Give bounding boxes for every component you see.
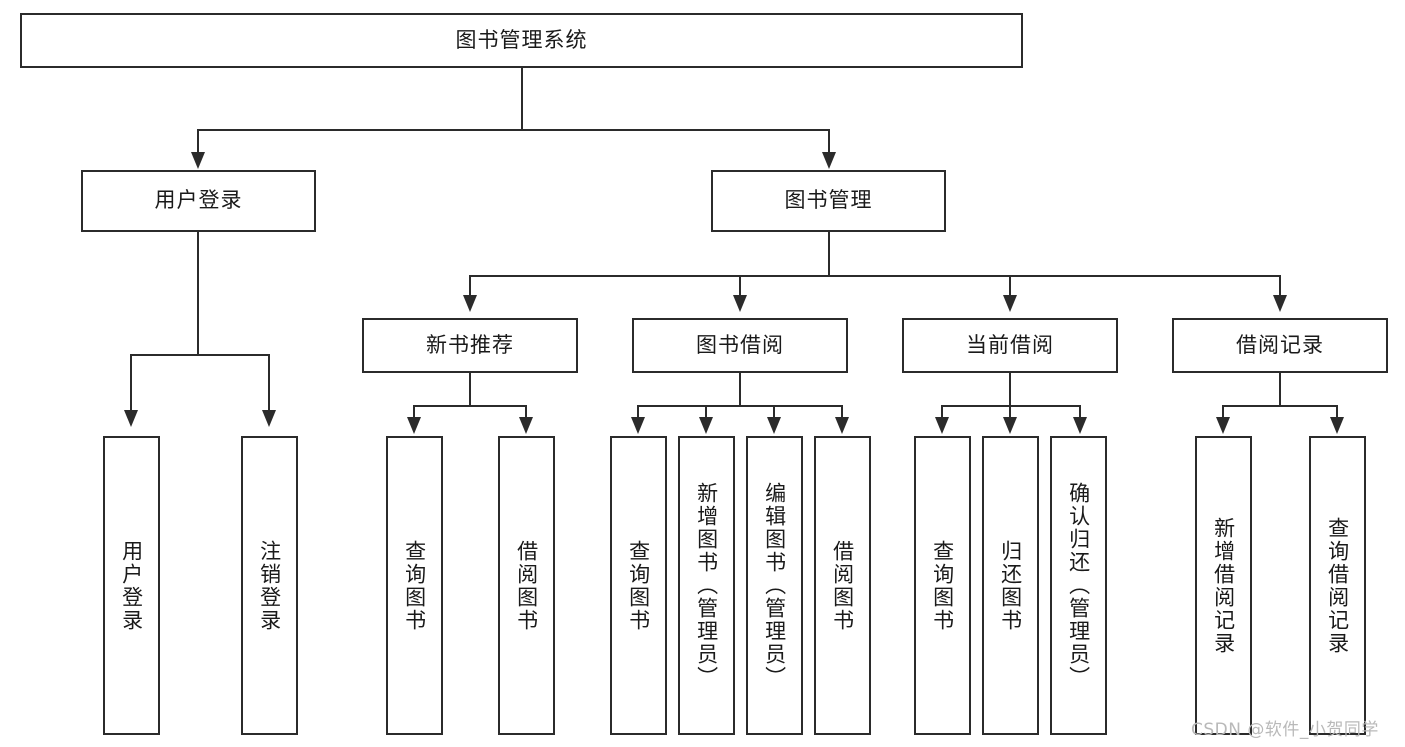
leaf-borrow-book-recommend[interactable]: 借阅图书 [498, 436, 555, 735]
arrowhead-leaf-borrow-book-2 [835, 417, 849, 434]
connector-new-book-stem [469, 373, 471, 406]
arrowhead-leaf-add-record [1216, 417, 1230, 434]
leaf-label: 查询图书 [402, 539, 427, 632]
node-label: 借阅记录 [1236, 332, 1324, 357]
arrowhead-leaf-borrow-book-1 [519, 417, 533, 434]
connector-current-borrow-stem [1009, 373, 1011, 406]
connector-book-manage-drop-4 [1279, 275, 1281, 297]
leaf-logout-login[interactable]: 注销登录 [241, 436, 298, 735]
leaf-query-book-current[interactable]: 查询图书 [914, 436, 971, 735]
leaf-add-borrow-record[interactable]: 新增借阅记录 [1195, 436, 1252, 735]
connector-borrow-record-stem [1279, 373, 1281, 406]
connector-borrow-record-drop-2 [1336, 405, 1338, 419]
connector-root-stem [521, 68, 523, 130]
leaf-add-book-admin[interactable]: 新增图书（管理员） [678, 436, 735, 735]
leaf-label: 注销登录 [257, 539, 282, 632]
arrowhead-current-borrow [1003, 295, 1017, 312]
connector-book-borrow-drop-3 [773, 405, 775, 419]
connector-book-manage-stem [828, 232, 830, 276]
connector-book-manage-drop-3 [1009, 275, 1011, 297]
leaf-label: 新增图书（管理员） [694, 482, 719, 689]
node-label: 图书管理系统 [455, 27, 588, 52]
leaf-label: 新增借阅记录 [1211, 516, 1236, 655]
connector-new-book-bus [413, 405, 527, 407]
leaf-query-book-recommend[interactable]: 查询图书 [386, 436, 443, 735]
node-current-borrow[interactable]: 当前借阅 [902, 318, 1118, 373]
leaf-label: 归还图书 [998, 539, 1023, 632]
arrowhead-leaf-query-book-2 [631, 417, 645, 434]
connector-book-manage-drop-1 [469, 275, 471, 297]
connector-user-login-drop-2 [268, 354, 270, 412]
leaf-query-book-borrow[interactable]: 查询图书 [610, 436, 667, 735]
leaf-label: 查询图书 [930, 539, 955, 632]
connector-user-login-drop-1 [130, 354, 132, 412]
connector-borrow-record-bus [1222, 405, 1338, 407]
node-book-management-system[interactable]: 图书管理系统 [20, 13, 1023, 68]
node-label: 图书管理 [784, 188, 873, 213]
leaf-label: 编辑图书（管理员） [762, 482, 787, 689]
node-label: 图书借阅 [696, 332, 784, 357]
connector-root-to-user-login [197, 129, 199, 154]
connector-borrow-record-drop-1 [1222, 405, 1224, 419]
leaf-label: 借阅图书 [830, 539, 855, 632]
connector-book-manage-bus [469, 275, 1281, 277]
node-label: 当前借阅 [966, 332, 1054, 357]
arrowhead-leaf-confirm-return [1073, 417, 1087, 434]
connector-book-manage-drop-2 [739, 275, 741, 297]
node-label: 用户登录 [154, 188, 243, 213]
arrowhead-leaf-query-record [1330, 417, 1344, 434]
leaf-label: 借阅图书 [514, 539, 539, 632]
node-new-book-recommend[interactable]: 新书推荐 [362, 318, 578, 373]
connector-current-borrow-drop-2 [1009, 405, 1011, 419]
arrowhead-new-book-recommend [463, 295, 477, 312]
connector-root-to-book-manage [828, 129, 830, 154]
leaf-user-login[interactable]: 用户登录 [103, 436, 160, 735]
arrowhead-borrow-record [1273, 295, 1287, 312]
connector-user-login-stem [197, 232, 199, 355]
arrowhead-book-manage [822, 152, 836, 169]
arrowhead-leaf-add-book [699, 417, 713, 434]
leaf-label: 确认归还（管理员） [1066, 482, 1091, 689]
node-label: 新书推荐 [426, 332, 514, 357]
leaf-return-book[interactable]: 归还图书 [982, 436, 1039, 735]
arrowhead-leaf-query-book-3 [935, 417, 949, 434]
leaf-query-borrow-record[interactable]: 查询借阅记录 [1309, 436, 1366, 735]
connector-current-borrow-bus [941, 405, 1081, 407]
leaf-label: 查询图书 [626, 539, 651, 632]
arrowhead-leaf-query-book-1 [407, 417, 421, 434]
arrowhead-leaf-logout [262, 410, 276, 427]
connector-root-bus [197, 129, 829, 131]
connector-new-book-drop-1 [413, 405, 415, 419]
arrowhead-leaf-edit-book [767, 417, 781, 434]
connector-book-borrow-drop-2 [705, 405, 707, 419]
connector-new-book-drop-2 [525, 405, 527, 419]
node-book-management[interactable]: 图书管理 [711, 170, 946, 232]
connector-book-borrow-stem [739, 373, 741, 406]
arrowhead-book-borrow [733, 295, 747, 312]
arrowhead-leaf-return-book [1003, 417, 1017, 434]
node-borrow-record[interactable]: 借阅记录 [1172, 318, 1388, 373]
arrowhead-leaf-user-login [124, 410, 138, 427]
leaf-label: 查询借阅记录 [1325, 516, 1350, 655]
node-user-login[interactable]: 用户登录 [81, 170, 316, 232]
connector-book-borrow-drop-1 [637, 405, 639, 419]
leaf-confirm-return-admin[interactable]: 确认归还（管理员） [1050, 436, 1107, 735]
leaf-borrow-book[interactable]: 借阅图书 [814, 436, 871, 735]
leaf-label: 用户登录 [119, 539, 144, 632]
connector-book-borrow-drop-4 [841, 405, 843, 419]
node-book-borrow[interactable]: 图书借阅 [632, 318, 848, 373]
leaf-edit-book-admin[interactable]: 编辑图书（管理员） [746, 436, 803, 735]
arrowhead-user-login [191, 152, 205, 169]
connector-current-borrow-drop-1 [941, 405, 943, 419]
connector-current-borrow-drop-3 [1079, 405, 1081, 419]
connector-book-borrow-bus [637, 405, 843, 407]
connector-user-login-bus [130, 354, 270, 356]
